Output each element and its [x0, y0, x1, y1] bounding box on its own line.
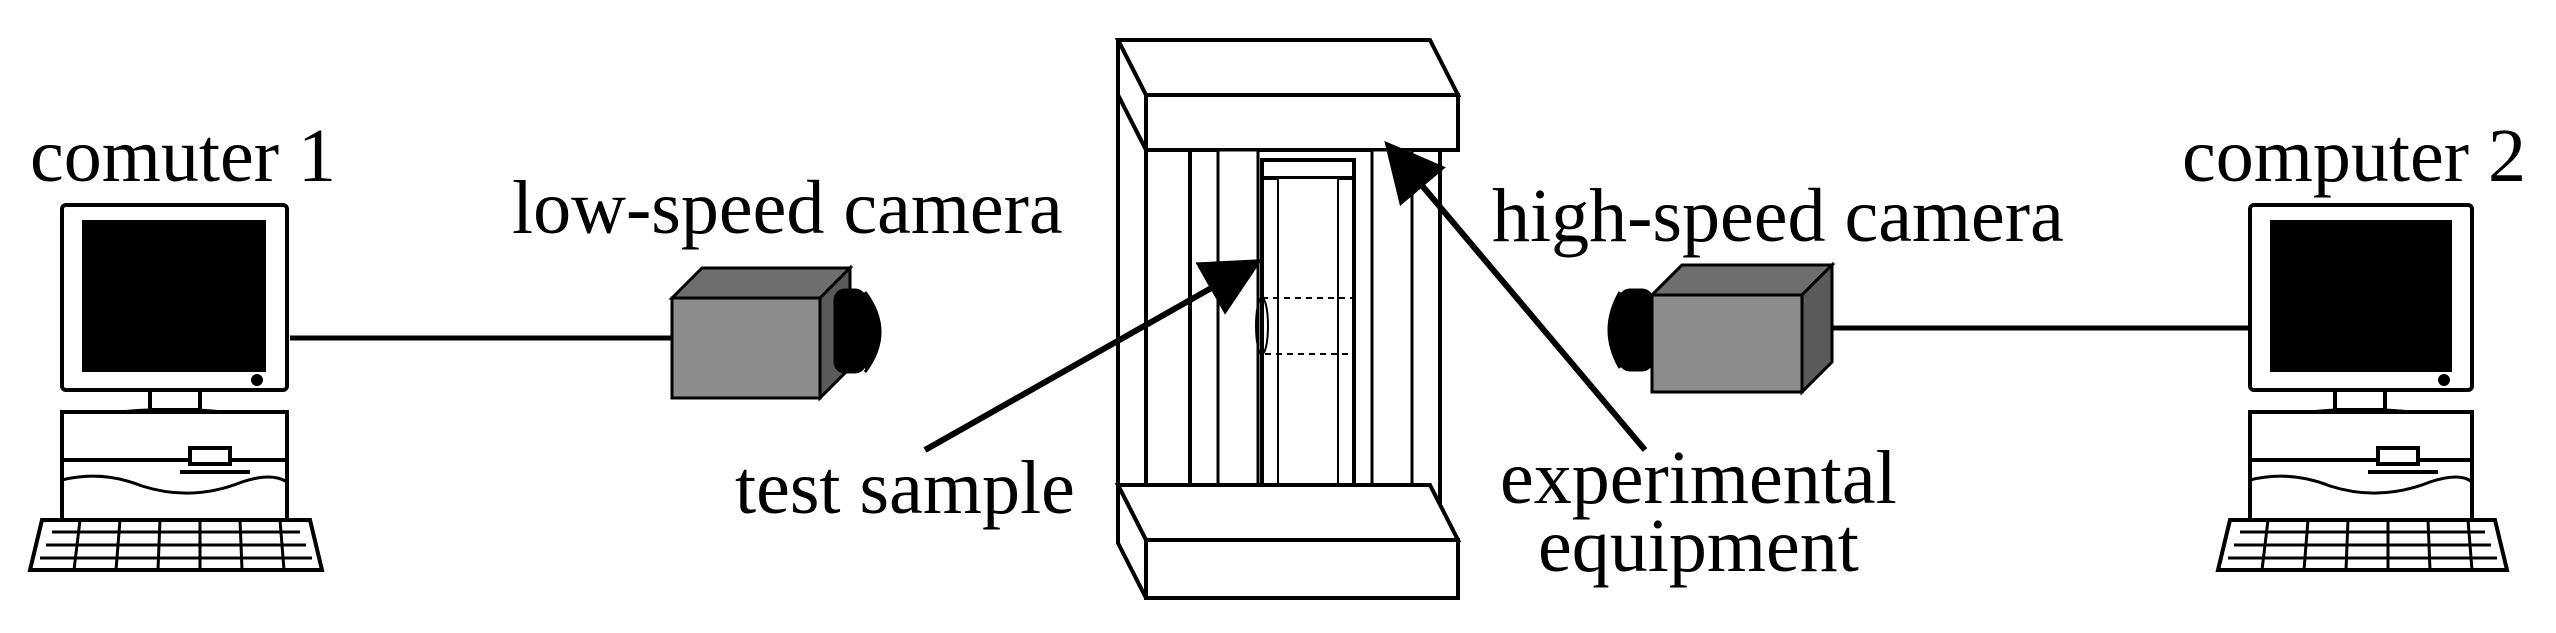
experimental-equipment-label-line1: experimental	[1500, 436, 1897, 520]
high-speed-camera-label: high-speed camera	[1492, 174, 2064, 258]
low-speed-camera-label: low-speed camera	[512, 166, 1063, 250]
experimental-equipment-arrow	[1384, 140, 1648, 452]
computer-1-icon	[27, 203, 325, 572]
computer-2-label: computer 2	[2182, 114, 2527, 198]
low-speed-camera-icon	[668, 264, 882, 402]
test-sample-arrow	[923, 259, 1263, 453]
computer-2-icon	[2215, 203, 2510, 572]
test-sample-label: test sample	[735, 446, 1075, 530]
high-speed-camera-icon	[1607, 261, 1836, 396]
experimental-equipment-icon	[1114, 38, 1462, 600]
computer-1-label: comuter 1	[30, 114, 337, 198]
experimental-equipment-label-line2: equipment	[1538, 504, 1859, 588]
